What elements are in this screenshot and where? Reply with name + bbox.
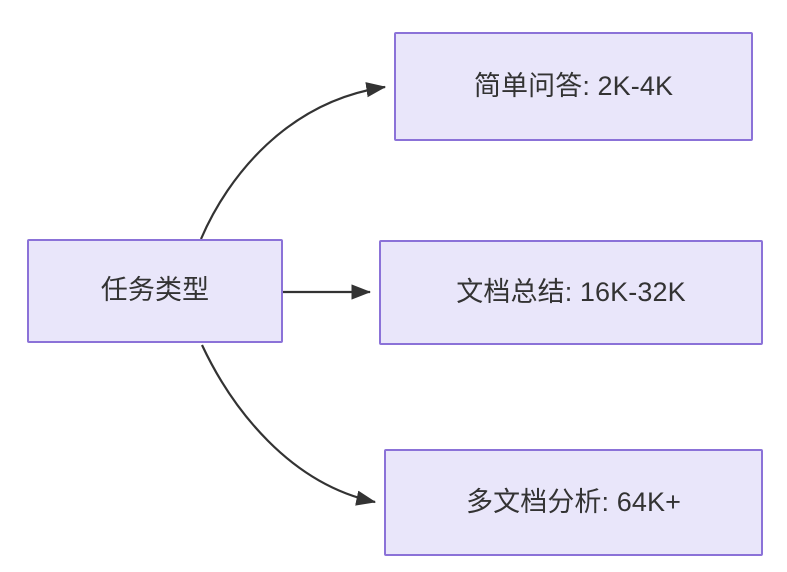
edge-task-type-to-multi-doc-analysis [201,344,377,506]
node-doc-summary[interactable]: 文档总结: 16K-32K [379,240,763,345]
node-multi-doc-analysis[interactable]: 多文档分析: 64K+ [384,449,763,556]
edge-task-type-to-simple-qa [199,82,387,240]
node-task-type-label: 任务类型 [100,275,210,306]
node-multi-doc-analysis-label: 多文档分析: 64K+ [466,486,681,517]
node-simple-qa-label: 简单问答: 2K-4K [473,70,674,101]
node-task-type[interactable]: 任务类型 [27,239,283,343]
node-doc-summary-label: 文档总结: 16K-32K [456,276,686,307]
node-simple-qa[interactable]: 简单问答: 2K-4K [394,32,753,141]
